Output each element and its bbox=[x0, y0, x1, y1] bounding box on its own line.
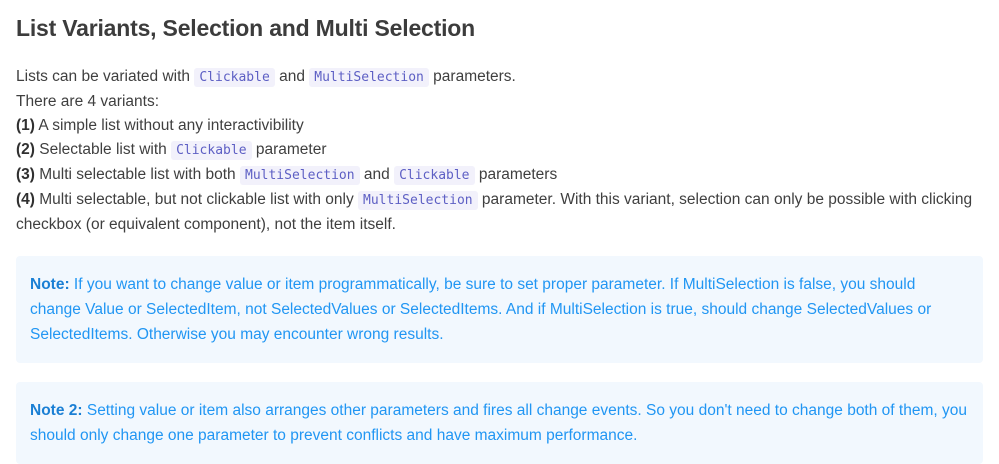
code-token-multiselection: MultiSelection bbox=[309, 67, 429, 87]
intro-section: Lists can be variated with Clickable and… bbox=[16, 65, 983, 114]
note-body-text: If you want to change value or item prog… bbox=[30, 275, 932, 343]
variant-text-before: Selectable list with bbox=[34, 140, 172, 158]
variant-number: (1) bbox=[16, 116, 35, 134]
variant-item-3: (3) Multi selectable list with both Mult… bbox=[16, 163, 983, 188]
note-paragraph: Note 2: Setting value or item also arran… bbox=[30, 398, 969, 448]
variant-text-after: parameter bbox=[251, 140, 327, 158]
variant-text-after: parameters bbox=[474, 165, 558, 183]
variant-item-2: (2) Selectable list with Clickable param… bbox=[16, 138, 983, 163]
note-callout-1: Note: If you want to change value or ite… bbox=[16, 255, 983, 363]
intro-text-mid: and bbox=[274, 67, 310, 85]
note-paragraph: Note: If you want to change value or ite… bbox=[30, 272, 969, 347]
variant-text-before: Multi selectable, but not clickable list… bbox=[34, 190, 359, 208]
code-token-multiselection: MultiSelection bbox=[240, 165, 360, 185]
variant-item-1: (1) A simple list without any interactiv… bbox=[16, 114, 983, 138]
variant-item-4: (4) Multi selectable, but not clickable … bbox=[16, 188, 983, 237]
code-token-clickable: Clickable bbox=[194, 67, 275, 87]
note-body-text: Setting value or item also arranges othe… bbox=[30, 401, 967, 444]
variant-number: (3) bbox=[16, 165, 35, 183]
variant-text-after: parameter. With this variant, selection … bbox=[16, 190, 973, 233]
page-title: List Variants, Selection and Multi Selec… bbox=[16, 15, 475, 41]
variant-number: (4) bbox=[16, 190, 35, 208]
intro-text-before: Lists can be variated with bbox=[16, 67, 195, 85]
variant-list: (1) A simple list without any interactiv… bbox=[16, 114, 983, 237]
code-token-clickable: Clickable bbox=[394, 165, 475, 185]
variant-text-mid: and bbox=[359, 165, 395, 183]
code-token-clickable: Clickable bbox=[171, 140, 252, 160]
intro-paragraph-line-1: Lists can be variated with Clickable and… bbox=[16, 65, 983, 90]
note-label: Note 2: bbox=[30, 401, 83, 419]
variant-number: (2) bbox=[16, 140, 35, 158]
variant-text-before: Multi selectable list with both bbox=[34, 165, 240, 183]
code-token-multiselection: MultiSelection bbox=[358, 190, 478, 210]
note-callout-2: Note 2: Setting value or item also arran… bbox=[16, 381, 983, 464]
intro-paragraph-line-2: There are 4 variants: bbox=[16, 92, 160, 110]
note-label: Note: bbox=[30, 275, 70, 293]
intro-text-after: parameters. bbox=[428, 67, 516, 85]
variant-text-before: A simple list without any interactivibil… bbox=[34, 116, 304, 134]
